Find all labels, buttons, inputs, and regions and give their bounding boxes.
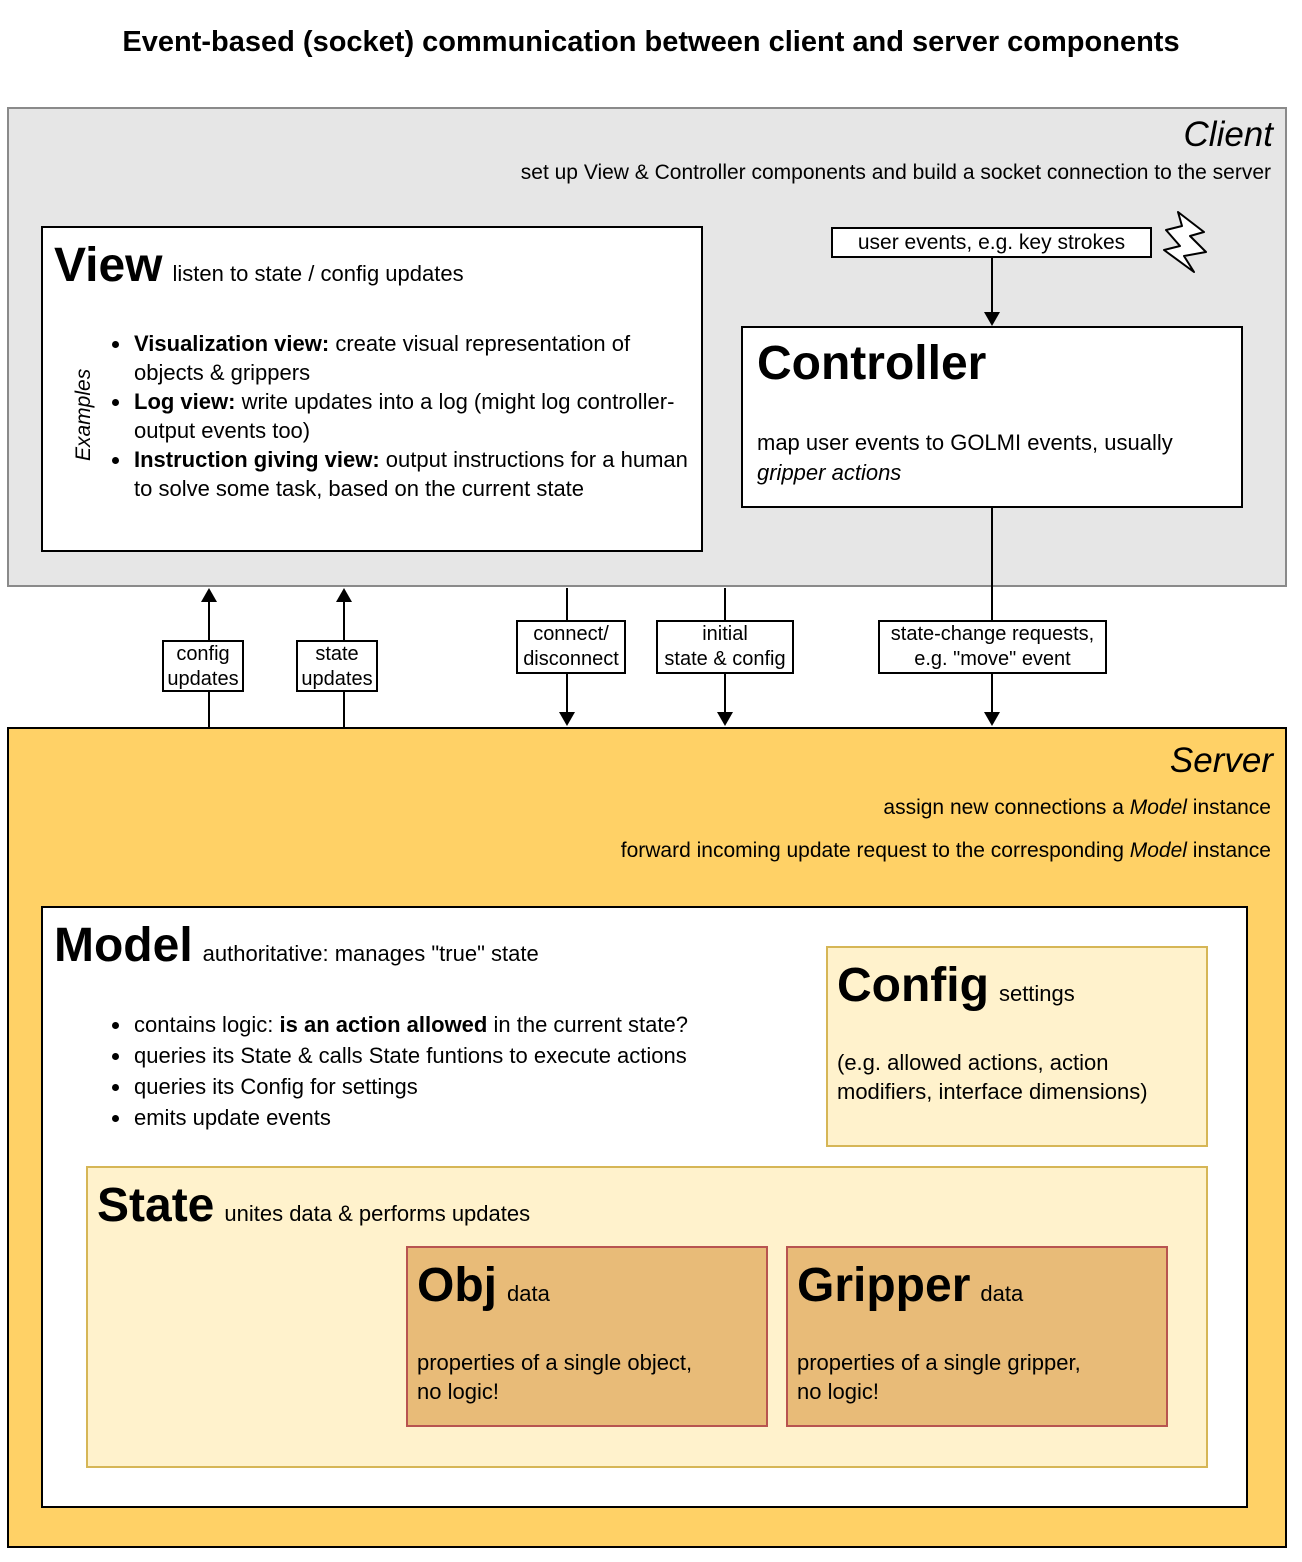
list-item: emits update events bbox=[132, 1102, 828, 1133]
arrow-head bbox=[984, 312, 1000, 326]
obj-description: properties of a single object, no logic! bbox=[417, 1350, 693, 1404]
lightning-icon bbox=[1163, 211, 1207, 273]
list-item: Instruction giving view: output instruct… bbox=[132, 445, 698, 503]
model-features-list: contains logic: is an action allowed in … bbox=[108, 1009, 828, 1133]
config-subtitle: settings bbox=[998, 981, 1075, 1006]
arrow-head bbox=[984, 712, 1000, 726]
config-title: Config bbox=[837, 959, 989, 1012]
list-item: queries its State & calls State funtions… bbox=[132, 1040, 828, 1071]
diagram-title: Event-based (socket) communication betwe… bbox=[122, 26, 1180, 58]
controller-box: Controller map user events to GOLMI even… bbox=[741, 326, 1243, 508]
state-title: State bbox=[97, 1179, 215, 1232]
view-subtitle: listen to state / config updates bbox=[172, 261, 464, 286]
server-description-2: forward incoming update request to the c… bbox=[620, 839, 1271, 862]
arrow-head bbox=[336, 588, 352, 602]
arrow-head bbox=[201, 588, 217, 602]
view-box: View listen to state / config updates Exa… bbox=[41, 226, 703, 552]
view-examples-list: Visualization view: create visual repres… bbox=[108, 329, 698, 503]
connect-disconnect-label: connect/disconnect bbox=[516, 620, 626, 674]
config-description: (e.g. allowed actions, action modifiers,… bbox=[837, 1050, 1148, 1104]
examples-label: Examples bbox=[72, 368, 95, 461]
obj-subtitle: data bbox=[507, 1281, 550, 1306]
server-title: Server bbox=[1169, 741, 1273, 780]
gripper-box: Gripper data properties of a single gripp… bbox=[786, 1246, 1168, 1427]
list-item: Log view: write updates into a log (migh… bbox=[132, 387, 698, 445]
list-item: contains logic: is an action allowed in … bbox=[132, 1009, 828, 1040]
view-title: View bbox=[54, 239, 163, 292]
client-description: set up View & Controller components and … bbox=[520, 161, 1271, 184]
arrow-head bbox=[559, 712, 575, 726]
controller-description: map user events to GOLMI events, usually… bbox=[757, 430, 1173, 485]
model-title: Model bbox=[54, 919, 193, 972]
state-subtitle: unites data & performs updates bbox=[224, 1201, 531, 1226]
list-item: Visualization view: create visual repres… bbox=[132, 329, 698, 387]
gripper-description: properties of a single gripper, no logic… bbox=[797, 1350, 1081, 1404]
gripper-subtitle: data bbox=[980, 1281, 1024, 1306]
model-subtitle: authoritative: manages "true" state bbox=[202, 941, 539, 966]
client-title: Client bbox=[1183, 115, 1273, 154]
config-box: Config settings (e.g. allowed actions, ac… bbox=[826, 946, 1208, 1147]
obj-title: Obj bbox=[417, 1259, 497, 1312]
state-change-requests-label: state-change requests,e.g. "move" event bbox=[878, 620, 1107, 674]
gripper-title: Gripper bbox=[797, 1259, 971, 1312]
server-description-1: assign new connections a Model instance bbox=[883, 796, 1271, 819]
controller-title: Controller bbox=[757, 337, 987, 390]
arrow-head bbox=[717, 712, 733, 726]
user-events-label: user events, e.g. key strokes bbox=[831, 227, 1152, 258]
list-item: queries its Config for settings bbox=[132, 1071, 828, 1102]
